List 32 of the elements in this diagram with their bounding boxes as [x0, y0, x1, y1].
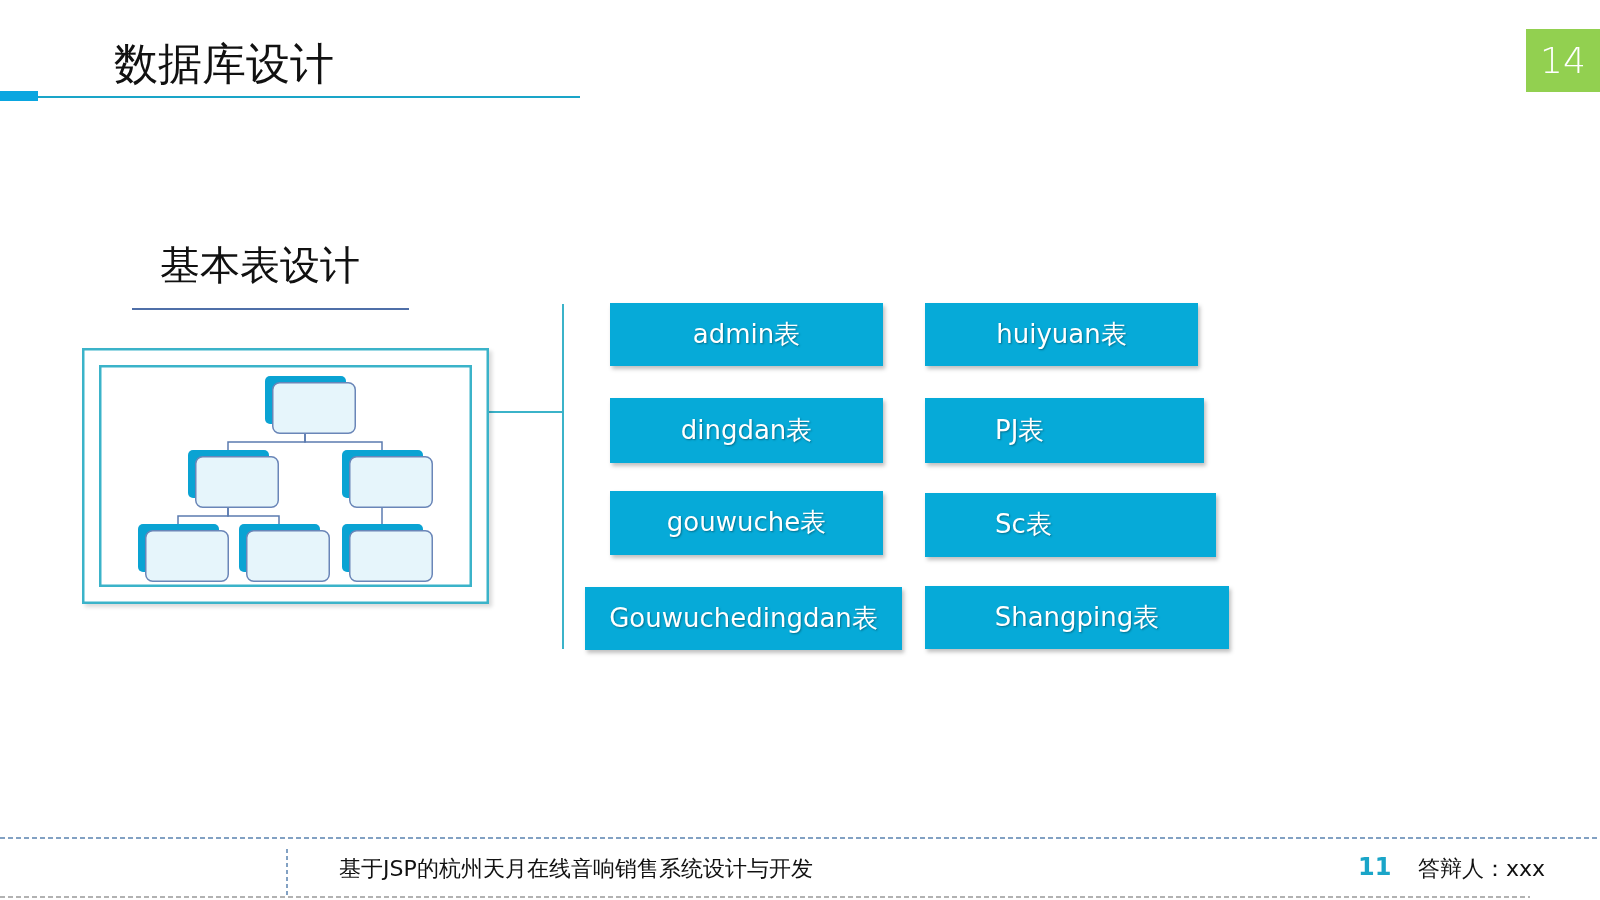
org-chart-card [342, 450, 433, 508]
table-box [925, 303, 1198, 366]
table-name: dingdan表 [680, 414, 813, 447]
table-name: Sc表 [995, 509, 1052, 541]
presenter-text: 答辩人：xxx [1418, 856, 1546, 883]
org-chart-card [138, 524, 229, 582]
table-name: Shangping表 [994, 601, 1160, 634]
org-chart-card [188, 450, 279, 508]
table-box [610, 303, 883, 366]
connector-line [304, 433, 383, 451]
table-box [925, 493, 1216, 557]
table-name: gouwuche表 [666, 507, 827, 539]
org-chart-card [239, 524, 330, 582]
slide-number-badge: 14 [1526, 29, 1600, 92]
table-name: Gouwuchedingdan表 [609, 602, 878, 635]
picture-frame [82, 348, 489, 604]
table-box [925, 586, 1229, 649]
org-chart-card [265, 376, 356, 434]
section-heading: 基本表设计 [160, 241, 360, 289]
table-name: huiyuan表 [996, 318, 1127, 351]
table-box [925, 398, 1204, 463]
table-name: admin表 [692, 318, 801, 351]
table-name: PJ表 [995, 414, 1045, 447]
connector-line [227, 507, 280, 525]
table-box [610, 491, 883, 555]
org-chart-card [342, 524, 433, 582]
connector-line [381, 507, 383, 525]
slide-title: 数据库设计 [114, 38, 334, 91]
table-box [585, 587, 902, 650]
page-number: 11 [1358, 853, 1392, 882]
footer-title: 基于JSP的杭州天月在线音响销售系统设计与开发 [339, 856, 813, 883]
table-box [610, 398, 883, 463]
